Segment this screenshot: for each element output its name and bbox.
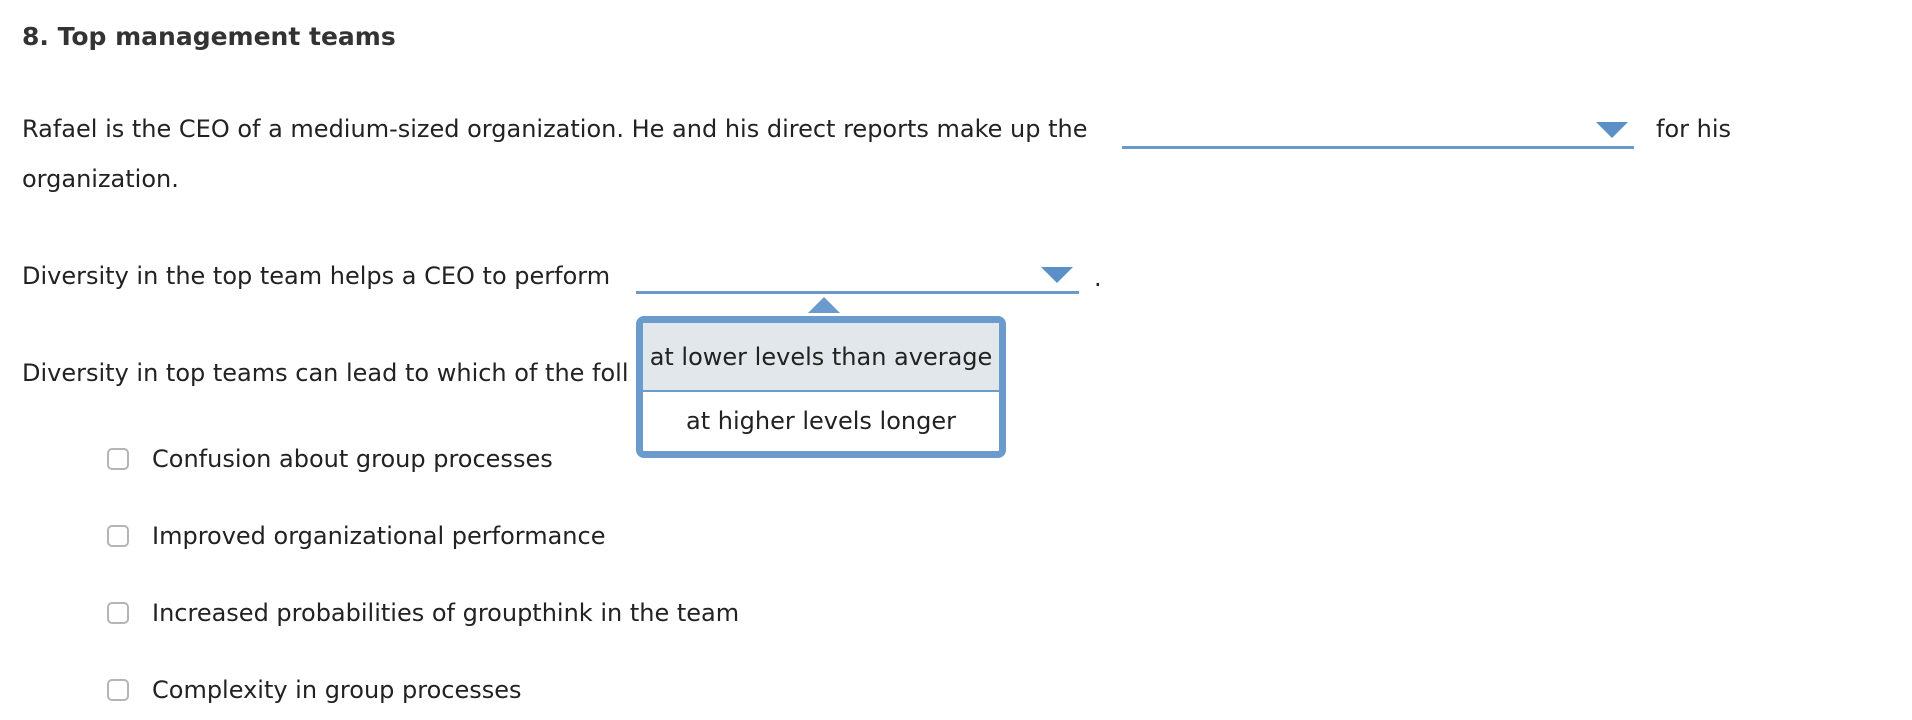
dropdown-options-popup: at lower levels than average at higher l… — [636, 316, 1006, 458]
checkbox[interactable] — [107, 525, 129, 547]
question-title: 8. Top management teams — [22, 22, 396, 51]
chevron-down-icon — [1596, 122, 1628, 138]
checkbox[interactable] — [107, 448, 129, 470]
sentence-2-before: Diversity in the top team helps a CEO to… — [22, 262, 611, 290]
choice-label: Increased probabilities of groupthink in… — [152, 599, 740, 627]
choice-label: Confusion about group processes — [152, 445, 553, 473]
checkbox[interactable] — [107, 602, 129, 624]
chevron-down-icon — [1041, 267, 1073, 283]
sentence-2-period: . — [1094, 264, 1102, 292]
sentence-3-prompt: Diversity in top teams can lead to which… — [22, 359, 629, 387]
performance-dropdown[interactable] — [636, 259, 1079, 294]
checkbox[interactable] — [107, 679, 129, 701]
team-type-dropdown[interactable] — [1122, 114, 1634, 149]
sentence-1-line2: organization. — [22, 165, 179, 193]
sentence-1-before: Rafael is the CEO of a medium-sized orga… — [22, 115, 1088, 143]
popup-pointer — [808, 297, 840, 313]
dropdown-option[interactable]: at lower levels than average — [643, 323, 999, 392]
dropdown-option[interactable]: at higher levels longer — [686, 407, 956, 435]
sentence-1-after: for his — [1656, 115, 1732, 143]
choice-label: Improved organizational performance — [152, 522, 606, 550]
choice-label: Complexity in group processes — [152, 676, 522, 704]
